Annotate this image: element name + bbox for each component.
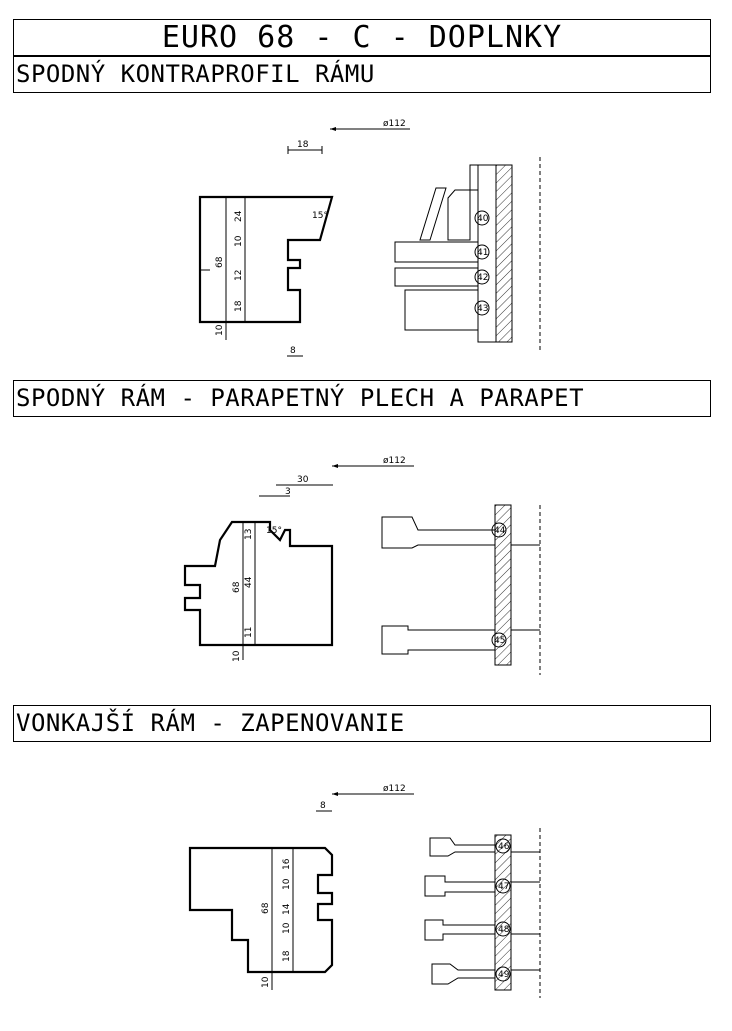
- svg-text:43: 43: [477, 304, 488, 314]
- svg-text:45: 45: [494, 636, 505, 646]
- dim-foot: 8: [290, 346, 296, 356]
- profile-outline-1: [198, 195, 334, 324]
- dim-height: 68: [232, 581, 242, 593]
- dim-top: 18: [297, 140, 309, 150]
- dim-f: 18: [234, 300, 244, 312]
- section-3-drawing: ø112 8 68 16 10 14 10 18 10 46 47 48 49: [188, 784, 541, 998]
- section-title-3: VONKAJŠÍ RÁM - ZAPENOVANIE: [13, 705, 711, 742]
- tool-number: 44 45: [491, 522, 507, 648]
- section-2-drawing: ø112 30 3 15° 68 13 44 11 10 44 45: [183, 456, 541, 675]
- dim-top: 8: [320, 801, 326, 811]
- dim-bottom: 10: [261, 976, 271, 988]
- svg-text:46: 46: [498, 842, 510, 852]
- dim-top: 30: [297, 475, 309, 485]
- svg-text:49: 49: [498, 970, 510, 980]
- dim-c: 14: [282, 903, 292, 915]
- diameter-label: ø112: [383, 119, 406, 129]
- diameter-label: ø112: [383, 456, 406, 466]
- svg-text:48: 48: [498, 925, 510, 935]
- dim-small: 3: [285, 487, 291, 497]
- dim-bottom: 10: [232, 650, 242, 662]
- angle-label: 15°: [266, 526, 282, 536]
- dim-a: 13: [244, 529, 254, 540]
- diameter-label: ø112: [383, 784, 406, 794]
- dim-a: 24: [234, 210, 244, 222]
- profile-outline-2: [183, 520, 334, 647]
- profile-outline-3: [188, 846, 334, 974]
- svg-text:44: 44: [494, 526, 506, 536]
- dim-b: 44: [244, 576, 254, 588]
- section-1-drawing: ø112 18 15° 68 24 10 12 18 10 8 40: [198, 119, 541, 357]
- dim-b: 10: [282, 878, 292, 890]
- dim-a: 16: [282, 858, 292, 870]
- tool-number: 40 41 42 43: [474, 210, 490, 316]
- svg-text:40: 40: [477, 214, 489, 224]
- dim-c: 11: [244, 627, 254, 638]
- dim-height: 68: [215, 256, 225, 268]
- angle-label: 15°: [312, 211, 328, 221]
- section-title-1: SPODNÝ KONTRAPROFIL RÁMU: [13, 56, 711, 93]
- svg-text:41: 41: [477, 248, 488, 258]
- page-title: EURO 68 - C - DOPLNKY: [13, 19, 711, 56]
- section-title-2: SPODNÝ RÁM - PARAPETNÝ PLECH A PARAPET: [13, 380, 711, 417]
- dim-e: 18: [282, 950, 292, 962]
- dim-height: 68: [261, 902, 271, 914]
- dim-d: 12: [234, 270, 244, 281]
- dim-bottom: 10: [215, 324, 225, 336]
- dim-d: 10: [282, 922, 292, 934]
- tool-number: 46 47 48 49: [495, 838, 511, 982]
- dim-c: 10: [234, 235, 244, 247]
- svg-text:47: 47: [498, 882, 509, 892]
- svg-text:42: 42: [477, 273, 488, 283]
